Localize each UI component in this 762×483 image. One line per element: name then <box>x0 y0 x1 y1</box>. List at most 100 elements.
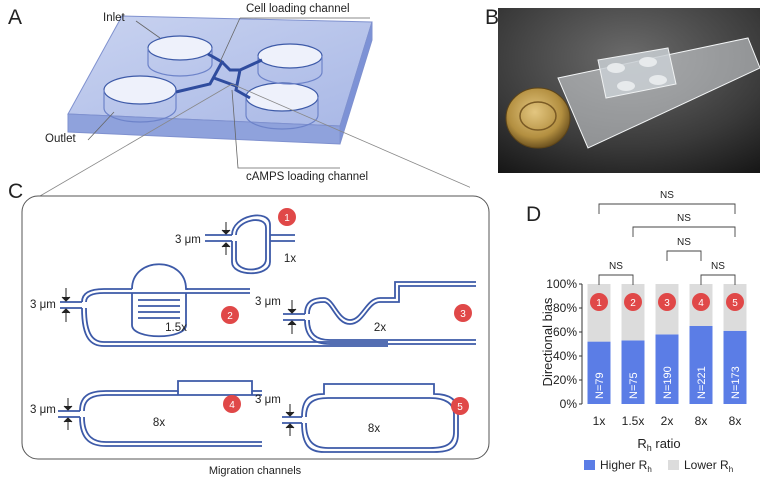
count-label: N=190 <box>662 366 674 399</box>
ratio-label-3: 2x <box>374 322 386 334</box>
cell-loading-label: Cell loading channel <box>246 3 350 15</box>
sig-label: NS <box>609 261 623 272</box>
channel-2 <box>60 263 388 347</box>
badge-4-circle <box>223 395 241 413</box>
x-tick-label: 8x <box>729 414 742 428</box>
y-tick-label: 60% <box>553 325 577 339</box>
sig-bracket <box>666 250 702 261</box>
count-label: N=221 <box>696 366 708 399</box>
badge-4-text: 4 <box>229 400 235 411</box>
badge-2-text: 2 <box>227 311 233 322</box>
count-label: N=75 <box>628 372 640 399</box>
badge-1-text: 1 <box>284 213 290 224</box>
bar-badge-text: 4 <box>698 298 704 309</box>
bar-badge-circle <box>726 293 744 311</box>
x-ticks: 1x 1.5x 2x 8x 8x <box>593 414 742 428</box>
migration-channels-panel: 1 2 3 4 5 3 μm 3 μm 3 μm 3 μm 3 μm 1x 1.… <box>21 195 490 477</box>
y-tick-label: 40% <box>553 349 577 363</box>
device-illustration <box>39 15 470 197</box>
bar-higher-rh <box>621 340 645 404</box>
width-label-5: 3 μm <box>255 394 281 406</box>
bar-badge-circle <box>692 293 710 311</box>
bar-higher-rh <box>655 334 679 404</box>
legend: Higher Rh Lower Rh <box>584 458 733 474</box>
badge-5-circle <box>451 397 469 415</box>
ratio-label-1: 1x <box>284 253 296 265</box>
bar-higher-rh <box>723 330 747 404</box>
bars: N=79 1N=75 2N=190 3N=221 4N=173 5 <box>587 284 747 404</box>
count-label: N=79 <box>594 372 606 399</box>
y-axis-label: Directional bias <box>540 297 555 386</box>
bar-badge-circle <box>590 293 608 311</box>
arrow-1 <box>221 222 231 255</box>
panel-letter-d: D <box>526 203 542 226</box>
bar-badge-circle <box>624 293 642 311</box>
sig-label: NS <box>711 261 725 272</box>
sig-bracket <box>598 203 736 214</box>
sig-bracket <box>598 274 634 285</box>
width-label-2: 3 μm <box>30 299 56 311</box>
glass-slide <box>557 37 760 149</box>
arrow-4 <box>63 398 73 430</box>
bar-lower-rh <box>621 284 645 341</box>
coin <box>505 87 571 149</box>
ratio-label-5: 8x <box>368 423 380 435</box>
x-tick-label: 2x <box>661 414 674 428</box>
camps-leader <box>231 89 340 169</box>
panel-letter-a: A <box>8 6 23 29</box>
arrow-3 <box>287 300 297 334</box>
legend-swatch-lower <box>668 460 679 470</box>
bar-badge-text: 1 <box>596 298 602 309</box>
x-tick-label: 8x <box>695 414 708 428</box>
x-tick-label: 1.5x <box>622 414 645 428</box>
channel-4 <box>58 380 262 447</box>
wells <box>103 35 323 130</box>
zoom-line-left <box>39 83 233 197</box>
inlet-leader <box>135 20 161 39</box>
panel-letter-b: B <box>485 6 500 29</box>
width-label-4: 3 μm <box>30 404 56 416</box>
y-tick-label: 80% <box>553 301 577 315</box>
zoom-line-right <box>231 83 470 188</box>
inlet-label: Inlet <box>103 12 125 24</box>
panel-c-frame <box>21 195 490 460</box>
count-label: N=173 <box>730 366 742 399</box>
bar-badge-text: 2 <box>630 298 636 309</box>
width-label-3: 3 μm <box>255 296 281 308</box>
bar-higher-rh <box>587 341 611 404</box>
channel-3 <box>283 281 476 345</box>
sig-bracket <box>700 274 736 285</box>
panel-c-caption: Migration channels <box>209 465 302 477</box>
bar-badge-text: 5 <box>732 298 738 309</box>
sig-label: NS <box>677 213 691 224</box>
camps-loading-label: cAMPS loading channel <box>246 171 369 183</box>
outlet-label: Outlet <box>45 133 76 145</box>
sig-label: NS <box>660 190 674 201</box>
sig-bracket <box>632 226 736 237</box>
badge-1-circle <box>278 208 296 226</box>
legend-label-lower: Lower Rh <box>684 458 733 474</box>
channel-1 <box>205 214 295 275</box>
ratio-label-4: 8x <box>153 417 165 429</box>
device-photo <box>498 8 760 173</box>
arrow-2 <box>61 288 71 322</box>
badge-3-circle <box>454 304 472 322</box>
significance-brackets: NS NS NS NS NS <box>598 190 736 285</box>
y-tick-label: 20% <box>553 373 577 387</box>
x-axis-label: Rh ratio <box>637 436 680 453</box>
badge-5-text: 5 <box>457 402 463 413</box>
bar-higher-rh <box>689 326 713 404</box>
bar-badge-text: 3 <box>664 298 670 309</box>
y-tick-label: 0% <box>560 397 578 411</box>
bar-badge-circle <box>658 293 676 311</box>
legend-swatch-higher <box>584 460 595 470</box>
bar-lower-rh <box>587 284 611 342</box>
width-label-1: 3 μm <box>175 234 201 246</box>
loading-channels <box>175 52 263 100</box>
x-tick-label: 1x <box>593 414 606 428</box>
sig-label: NS <box>677 237 691 248</box>
y-ticks: 0%20%40%60%80%100% <box>546 277 583 411</box>
legend-label-higher: Higher Rh <box>600 458 652 474</box>
